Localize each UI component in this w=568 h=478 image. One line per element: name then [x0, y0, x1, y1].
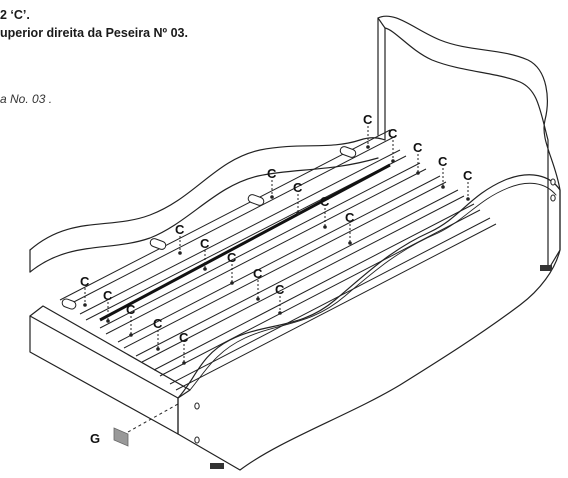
label-c: C	[438, 154, 448, 169]
cap-leader-line	[127, 403, 179, 433]
instruction-line-3: a No. 03 .	[0, 92, 53, 106]
instruction-line-2: uperior direita da Peseira Nº 03.	[0, 26, 188, 40]
label-c: C	[153, 316, 163, 331]
label-c: C	[320, 194, 330, 209]
center-beam	[99, 163, 391, 322]
slats	[59, 129, 497, 391]
foot-front-right	[540, 265, 552, 271]
instruction-line-1: 2 ‘C’.	[0, 8, 30, 22]
label-c: C	[227, 250, 237, 265]
label-c: C	[175, 222, 185, 237]
front-side-rail	[177, 174, 561, 471]
label-c: C	[345, 210, 355, 225]
label-g: G	[90, 431, 100, 446]
label-c: C	[275, 282, 285, 297]
headboard	[377, 15, 561, 271]
label-c: C	[413, 140, 423, 155]
label-c: C	[200, 236, 210, 251]
cap-part-g	[113, 427, 129, 447]
back-side-rail	[29, 137, 386, 251]
label-c: C	[267, 166, 277, 181]
label-c: C	[103, 288, 113, 303]
label-c: C	[463, 168, 473, 183]
label-c: C	[293, 180, 303, 195]
label-c: C	[80, 274, 90, 289]
label-c: C	[388, 126, 398, 141]
label-c: C	[253, 266, 263, 281]
foot-front-left	[210, 463, 224, 469]
label-c: C	[126, 302, 136, 317]
label-c: C	[179, 330, 189, 345]
label-c: C	[363, 112, 373, 127]
